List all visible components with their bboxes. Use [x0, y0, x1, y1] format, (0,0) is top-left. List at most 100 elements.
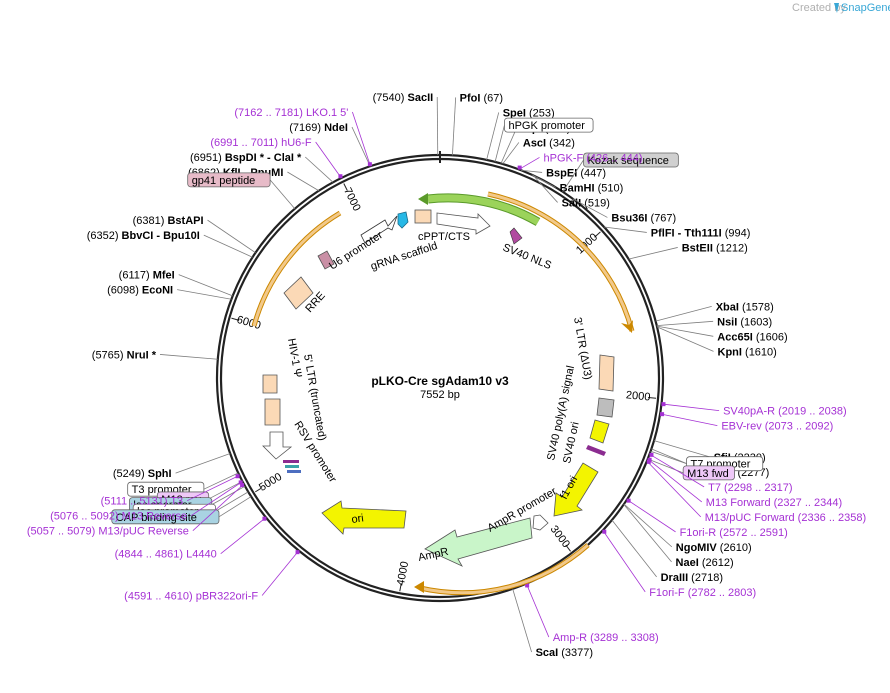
site-label: AscI (342) — [502, 137, 575, 165]
primer-leader-line — [220, 517, 267, 555]
site-text: PflFI - Tth111I (994) — [651, 227, 751, 239]
site-leader-line — [656, 326, 714, 352]
primer-mark — [646, 459, 651, 464]
primer-text: F1ori-F (2782 .. 2803) — [649, 587, 756, 599]
primer-mark — [602, 529, 607, 534]
site-label: (6098) EcoNI — [107, 285, 232, 300]
feature-box-text: M13 fwd — [687, 468, 729, 480]
site-leader-line — [655, 305, 712, 322]
site-leader-line — [203, 234, 253, 258]
cre-arc-head — [418, 193, 428, 205]
site-leader-line — [177, 289, 232, 300]
site-leader-line — [486, 112, 500, 161]
orf-arc-cre — [487, 191, 635, 332]
primer-mark — [240, 483, 245, 488]
primer-text: hPGK-F (426 .. 444) — [543, 152, 642, 164]
primer-label: (6991 .. 7011) hU6-F — [210, 137, 343, 179]
primer-leader-line — [187, 474, 240, 502]
site-label: KpnI (1610) — [656, 326, 777, 358]
primer-text: SV40pA-R (2019 .. 2038) — [723, 406, 847, 418]
site-leader-line — [656, 320, 714, 327]
sv40-nls-marker — [509, 227, 523, 245]
hiv-psi-label: HIV-1 Ψ — [285, 337, 304, 378]
site-text: Acc65I (1606) — [717, 331, 787, 343]
site-label: Bsu36I (767) — [572, 198, 676, 224]
site-text: BamHI (510) — [560, 182, 624, 194]
site-text: (6381) BstAPI — [133, 215, 204, 227]
site-label: ScaI (3377) — [512, 588, 593, 659]
site-text: NsiI (1603) — [717, 316, 772, 328]
feature-box-text: hPGK promoter — [508, 120, 585, 132]
site-label: NaeI (2612) — [623, 504, 734, 569]
watermark-text: Created by — [792, 2, 846, 14]
site-text: (7540) SacII — [373, 92, 434, 104]
psi-feature — [262, 374, 278, 394]
primer-label: T7 (2298 .. 2317) — [649, 452, 792, 494]
primer-text: T7 (2298 .. 2317) — [708, 482, 792, 494]
primer-mark — [367, 162, 372, 167]
site-label: (6381) BstAPI — [133, 215, 256, 254]
site-leader-line — [175, 453, 231, 474]
f1-ori-feature — [553, 462, 599, 517]
site-label: XbaI (1578) — [655, 301, 774, 322]
feature-box — [682, 465, 735, 481]
primer-label: (4591 .. 4610) pBR322ori-F — [124, 550, 300, 603]
primer-mark — [661, 402, 666, 407]
site-label: SpeI (253) — [486, 107, 555, 161]
site-leader-line — [628, 247, 678, 260]
primer-text: M13 Forward (2327 .. 2344) — [706, 497, 842, 509]
site-label: (5249) SphI — [113, 453, 231, 480]
feature-box-label: Kozak sequence — [562, 152, 679, 192]
primer-leader-line — [192, 483, 245, 531]
feature-box-leader — [218, 496, 252, 518]
feature-box-leader — [494, 124, 505, 163]
primer-label: SV40pA-R (2019 .. 2038) — [661, 402, 847, 418]
site-label: (7540) SacII — [373, 92, 439, 156]
site-text: KpnI (1610) — [718, 346, 777, 358]
site-leader-line — [531, 174, 556, 188]
site-leader-line — [351, 126, 371, 167]
site-leader-line — [653, 440, 710, 458]
orf-arc-bottom-head — [414, 581, 424, 593]
site-label: (6117) MfeI — [119, 270, 233, 297]
ruler-tick — [343, 183, 348, 191]
site-leader-line — [502, 142, 520, 165]
site-leader-line — [159, 354, 218, 360]
orf-arc-bottom-fill — [419, 543, 589, 595]
snapgene-brand: SnapGene — [841, 2, 890, 14]
grna-scaffold-label: gRNA scaffold — [369, 240, 439, 273]
site-label: PflFI - Tth111I (994) — [604, 226, 751, 239]
feature-box-leader — [211, 485, 246, 506]
site-label: DraIII (2718) — [611, 519, 723, 584]
site-text: (5249) SphI — [113, 468, 172, 480]
site-label: BspEI (447) — [520, 167, 606, 179]
primer-mark — [338, 174, 343, 179]
orf-arc-cre-head — [621, 320, 633, 333]
rsv-promoter-feature — [262, 431, 293, 460]
cppt-label: cPPT/CTS — [418, 231, 470, 243]
site-leader-line — [604, 226, 647, 233]
site-text: (5765) NruI * — [92, 349, 157, 361]
ltr3-feature — [598, 354, 615, 392]
primer-mark — [660, 412, 665, 417]
primer-label: (5076 .. 5092) M13 Reverse — [50, 480, 243, 523]
primer-label: (5057 .. 5079) M13/pUC Reverse — [27, 483, 245, 538]
ruler-tick — [565, 544, 571, 552]
site-leader-line — [520, 169, 543, 173]
primer-text: EBV-rev (2073 .. 2092) — [721, 421, 833, 433]
site-leader-line — [623, 503, 673, 548]
primer-leader-line — [190, 481, 243, 517]
ampr-promoter-feature — [532, 514, 549, 531]
primer-text: (5111 .. 5131) T3 — [101, 496, 184, 508]
site-leader-line — [512, 588, 532, 653]
lac-marker-2 — [285, 465, 299, 468]
snapgene-logo: SnapGene — [834, 2, 890, 14]
primer-leader-line — [647, 458, 703, 503]
primer-label: EBV-rev (2073 .. 2092) — [660, 412, 833, 433]
ori-feature — [321, 500, 407, 535]
site-text: (6117) MfeI — [119, 270, 175, 282]
primer-mark — [235, 474, 240, 479]
ampr-label: AmpR — [417, 546, 449, 564]
primer-sites: hPGK-F (426 .. 444) SV40pA-R (2019 .. 203… — [27, 107, 866, 644]
